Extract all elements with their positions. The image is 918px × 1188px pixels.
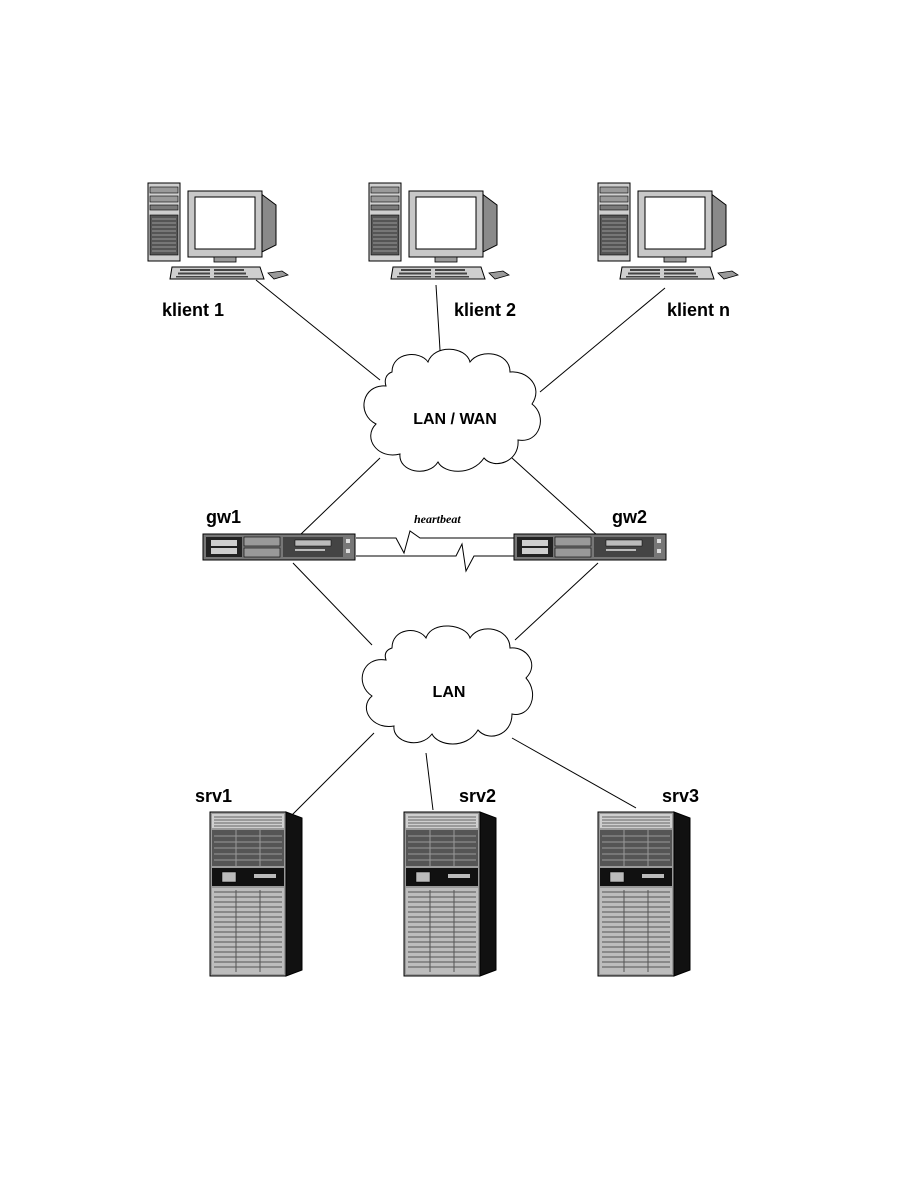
desktop-computer-icon bbox=[368, 182, 510, 280]
rack-server-icon bbox=[202, 533, 356, 561]
link-lan-srv2 bbox=[425, 752, 434, 811]
link-gw2-lan bbox=[514, 562, 599, 641]
server-2: srv2 bbox=[403, 786, 497, 977]
gateway-1: gw1 bbox=[202, 507, 356, 561]
client-n: klient n bbox=[597, 182, 739, 320]
lan-cloud-label: LAN bbox=[433, 684, 466, 701]
tower-server-icon bbox=[597, 811, 691, 977]
server-2-label: srv2 bbox=[459, 786, 496, 806]
link-lan-srv1 bbox=[291, 732, 375, 816]
wan-cloud-label: LAN / WAN bbox=[413, 411, 497, 428]
client-2-label: klient 2 bbox=[454, 300, 516, 320]
gateway-1-label: gw1 bbox=[206, 507, 241, 527]
desktop-computer-icon bbox=[147, 182, 289, 280]
link-wan-gw1 bbox=[299, 457, 381, 536]
desktop-computer-icon bbox=[597, 182, 739, 280]
link-lan-srv3 bbox=[511, 737, 637, 809]
client-2: klient 2 bbox=[368, 182, 516, 320]
tower-server-icon bbox=[209, 811, 303, 977]
link-wan-gw2 bbox=[511, 457, 598, 536]
client-1: klient 1 bbox=[147, 182, 289, 320]
heartbeat-label: heartbeat bbox=[414, 512, 461, 526]
cloud-icon bbox=[361, 625, 534, 745]
gateway-2: gw2 bbox=[513, 507, 667, 561]
lan-cloud: LAN bbox=[361, 625, 534, 745]
server-3: srv3 bbox=[597, 786, 699, 977]
client-n-label: klient n bbox=[667, 300, 730, 320]
connections bbox=[255, 279, 666, 816]
server-1: srv1 bbox=[195, 786, 303, 977]
link-klientn-wan bbox=[539, 287, 666, 393]
link-klient1-wan bbox=[255, 279, 381, 381]
heartbeat-line-bottom bbox=[356, 542, 514, 573]
wan-cloud: LAN / WAN bbox=[363, 348, 541, 472]
gateway-2-label: gw2 bbox=[612, 507, 647, 527]
client-1-label: klient 1 bbox=[162, 300, 224, 320]
tower-server-icon bbox=[403, 811, 497, 977]
server-3-label: srv3 bbox=[662, 786, 699, 806]
heartbeat-links bbox=[356, 530, 514, 573]
server-1-label: srv1 bbox=[195, 786, 232, 806]
heartbeat-line-top bbox=[356, 530, 514, 555]
link-gw1-lan bbox=[292, 562, 373, 646]
cloud-icon bbox=[363, 348, 541, 472]
rack-server-icon bbox=[513, 533, 667, 561]
